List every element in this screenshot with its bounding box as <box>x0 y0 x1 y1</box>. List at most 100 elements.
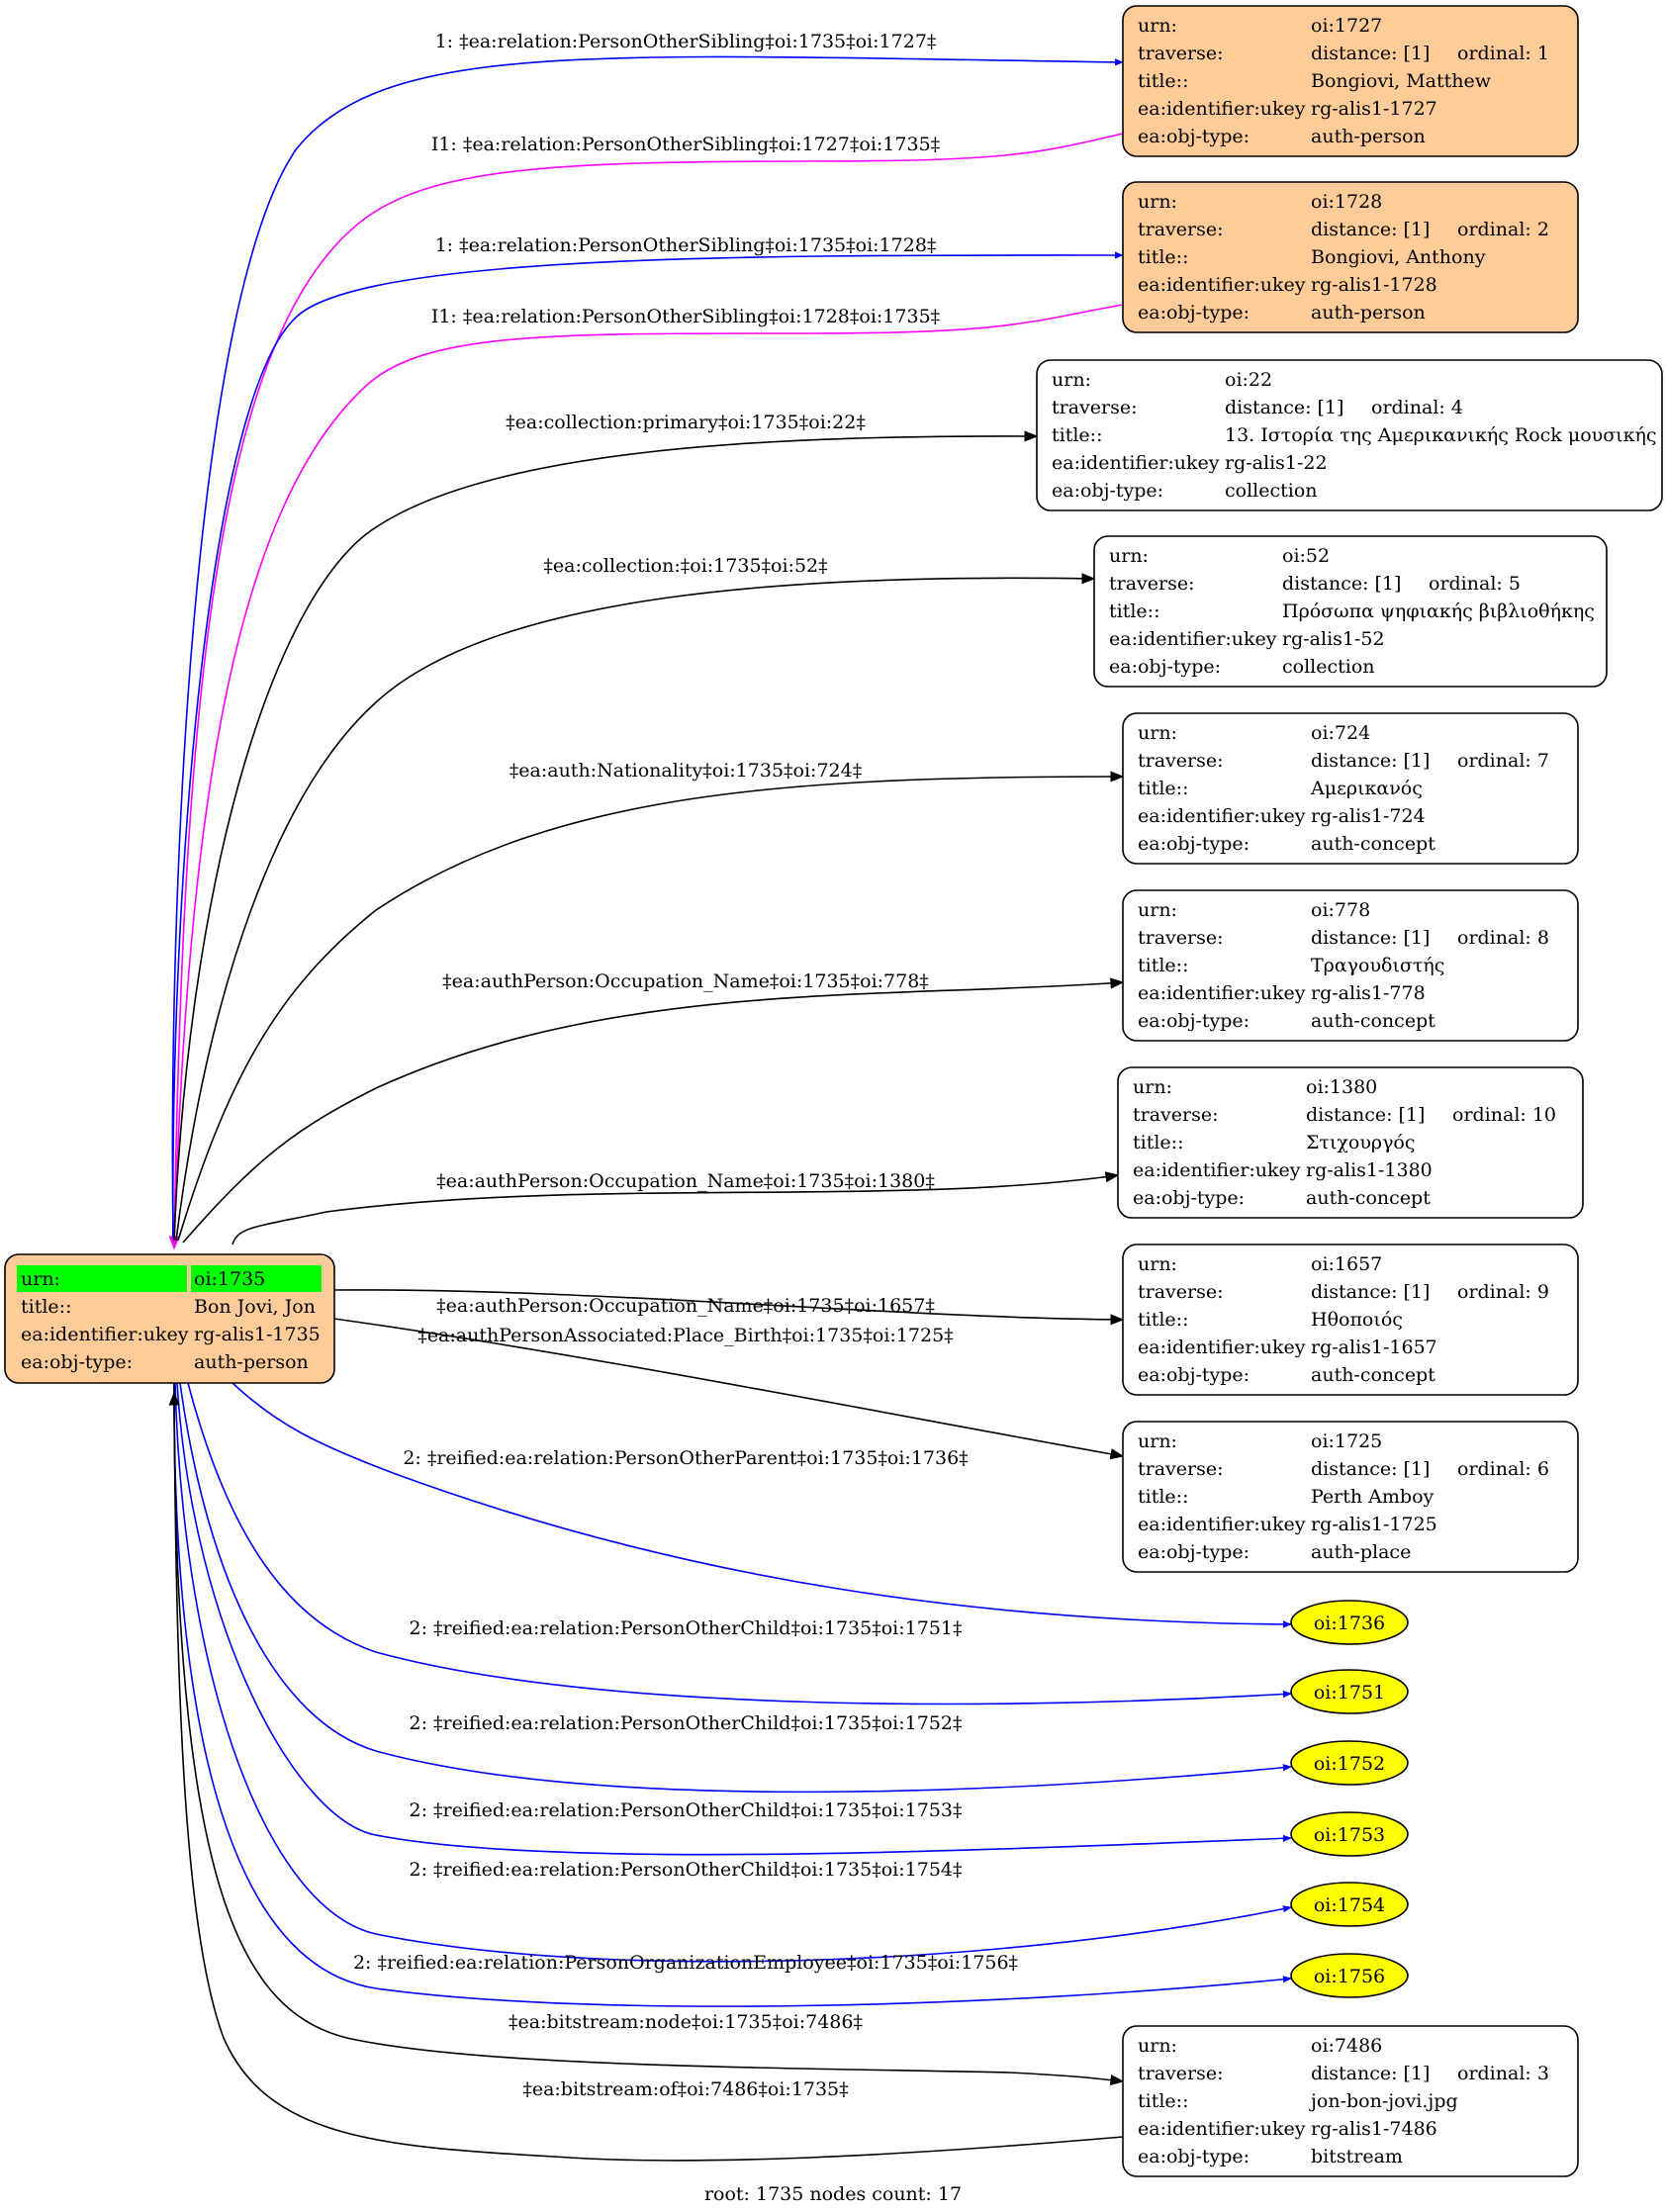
node-urn-key: urn: <box>1052 369 1091 391</box>
node-ordinal: ordinal: 10 <box>1452 1104 1556 1126</box>
node-urn-value: oi:7486 <box>1311 2035 1382 2057</box>
node-title-value: Πρόσωπα ψηφιακής βιβλιοθήκης <box>1282 600 1595 622</box>
node-ordinal: ordinal: 4 <box>1371 397 1463 418</box>
edge-label-1753: 2: ‡reified:ea:relation:PersonOtherChild… <box>410 1799 963 1821</box>
edge-label-1728-in: I1: ‡ea:relation:PersonOtherSibling‡oi:1… <box>431 306 940 327</box>
node-traverse-key: traverse: <box>1138 43 1224 64</box>
edge-label-22: ‡ea:collection:primary‡oi:1735‡oi:22‡ <box>506 412 866 433</box>
node-type-key: ea:obj-type: <box>1138 1364 1250 1386</box>
node-title-value: Ηθοποιός <box>1311 1309 1403 1331</box>
edge-label-7486-in: ‡ea:bitstream:of‡oi:7486‡oi:1735‡ <box>522 2078 848 2100</box>
node-urn-key: urn: <box>1133 1076 1172 1098</box>
node-ordinal: ordinal: 8 <box>1457 927 1549 949</box>
node-ukey-key: ea:identifier:ukey <box>1138 274 1306 296</box>
node-type-key: ea:obj-type: <box>1109 656 1221 678</box>
node-title-key: title:: <box>1052 424 1102 446</box>
edge-52 <box>175 573 1096 1242</box>
edge-1727-in <box>168 133 1124 1250</box>
node-type-value: auth-concept <box>1311 1364 1435 1386</box>
root-ukey-key: ea:identifier:ukey <box>21 1324 189 1345</box>
node-title-value: Στιχουργός <box>1306 1132 1416 1153</box>
node-title-value: Bongiovi, Matthew <box>1311 70 1492 92</box>
node-ukey-value: rg-alis1-724 <box>1311 805 1426 827</box>
ellipse-node-oi-1736[interactable]: oi:1736 <box>1290 1600 1409 1645</box>
ellipse-node-oi-1754[interactable]: oi:1754 <box>1290 1882 1409 1927</box>
node-ukey-key: ea:identifier:ukey <box>1052 452 1220 474</box>
edge-label-1727-out: 1: ‡ea:relation:PersonOtherSibling‡oi:17… <box>435 31 937 52</box>
node-ordinal: ordinal: 2 <box>1457 219 1549 240</box>
node-traverse-value: distance: [1] <box>1311 1281 1430 1303</box>
edge-label-1756: 2: ‡reified:ea:relation:PersonOrganizati… <box>353 1952 1018 1974</box>
edge-1736 <box>231 1382 1292 1628</box>
root-title-value: Bon Jovi, Jon <box>194 1296 316 1318</box>
edge-label-1751: 2: ‡reified:ea:relation:PersonOtherChild… <box>410 1617 963 1639</box>
node-urn-key: urn: <box>1138 1253 1177 1275</box>
ellipse-node-oi-1753[interactable]: oi:1753 <box>1290 1811 1409 1857</box>
edge-label-1754: 2: ‡reified:ea:relation:PersonOtherChild… <box>410 1859 963 1881</box>
ellipse-node-oi-1751[interactable]: oi:1751 <box>1290 1669 1409 1714</box>
node-type-value: auth-place <box>1311 1541 1411 1563</box>
node-ordinal: ordinal: 9 <box>1457 1281 1549 1303</box>
node-urn-key: urn: <box>1138 722 1177 744</box>
node-ordinal: ordinal: 7 <box>1457 750 1549 772</box>
node-type-key: ea:obj-type: <box>1133 1187 1245 1209</box>
node-title-key: title:: <box>1109 600 1159 622</box>
node-traverse-value: distance: [1] <box>1311 219 1430 240</box>
node-ukey-key: ea:identifier:ukey <box>1138 98 1306 120</box>
ellipse-node-oi-1756[interactable]: oi:1756 <box>1290 1953 1409 1998</box>
node-type-value: auth-concept <box>1311 1010 1435 1032</box>
edge-1751 <box>187 1382 1292 1705</box>
node-title-value: jon-bon-jovi.jpg <box>1309 2090 1458 2112</box>
edge-7486-out <box>173 1382 1125 2086</box>
node-traverse-key: traverse: <box>1052 397 1138 418</box>
node-title-key: title:: <box>1133 1132 1183 1153</box>
node-urn-value: oi:22 <box>1225 369 1272 391</box>
node-title-value: Perth Amboy <box>1311 1486 1435 1508</box>
ellipse-label: oi:1736 <box>1314 1613 1385 1634</box>
edge-1725 <box>333 1318 1125 1460</box>
node-ukey-key: ea:identifier:ukey <box>1138 805 1306 827</box>
node-type-value: collection <box>1282 656 1375 678</box>
node-traverse-value: distance: [1] <box>1225 397 1343 418</box>
ellipse-label: oi:1753 <box>1314 1824 1385 1846</box>
node-ordinal: ordinal: 1 <box>1457 43 1549 64</box>
node-urn-key: urn: <box>1138 1430 1177 1452</box>
node-title-key: title:: <box>1138 1309 1188 1331</box>
edge-label-724: ‡ea:auth:Nationality‡oi:1735‡oi:724‡ <box>509 760 862 782</box>
edge-1756 <box>173 1382 1292 2007</box>
node-type-key: ea:obj-type: <box>1138 302 1250 323</box>
edge-label-1657: ‡ea:authPerson:Occupation_Name‡oi:1735‡o… <box>436 1295 935 1317</box>
node-type-key: ea:obj-type: <box>1138 1010 1250 1032</box>
node-type-key: ea:obj-type: <box>1138 833 1250 855</box>
root-node[interactable]: urn: oi:1735 title:: Bon Jovi, Jon ea:id… <box>4 1253 335 1384</box>
edge-7486-in <box>168 1391 1124 2162</box>
ellipse-node-oi-1752[interactable]: oi:1752 <box>1290 1740 1409 1786</box>
node-urn-key: urn: <box>1109 545 1149 567</box>
node-ukey-value: rg-alis1-52 <box>1282 628 1385 650</box>
node-type-value: collection <box>1225 480 1318 502</box>
graph-footer: root: 1735 nodes count: 17 <box>704 2183 962 2205</box>
node-ukey-key: ea:identifier:ukey <box>1138 982 1306 1004</box>
node-type-value: auth-concept <box>1306 1187 1431 1209</box>
root-urn-key: urn: <box>21 1268 60 1290</box>
ellipse-label: oi:1754 <box>1314 1894 1385 1916</box>
edge-label-7486-out: ‡ea:bitstream:node‡oi:1735‡oi:7486‡ <box>509 2011 863 2033</box>
node-traverse-key: traverse: <box>1138 750 1224 772</box>
node-urn-value: oi:1728 <box>1311 191 1382 213</box>
root-type-key: ea:obj-type: <box>21 1351 133 1373</box>
edge-1754 <box>174 1382 1292 1963</box>
node-traverse-key: traverse: <box>1138 2063 1224 2084</box>
node-type-value: auth-concept <box>1311 833 1435 855</box>
